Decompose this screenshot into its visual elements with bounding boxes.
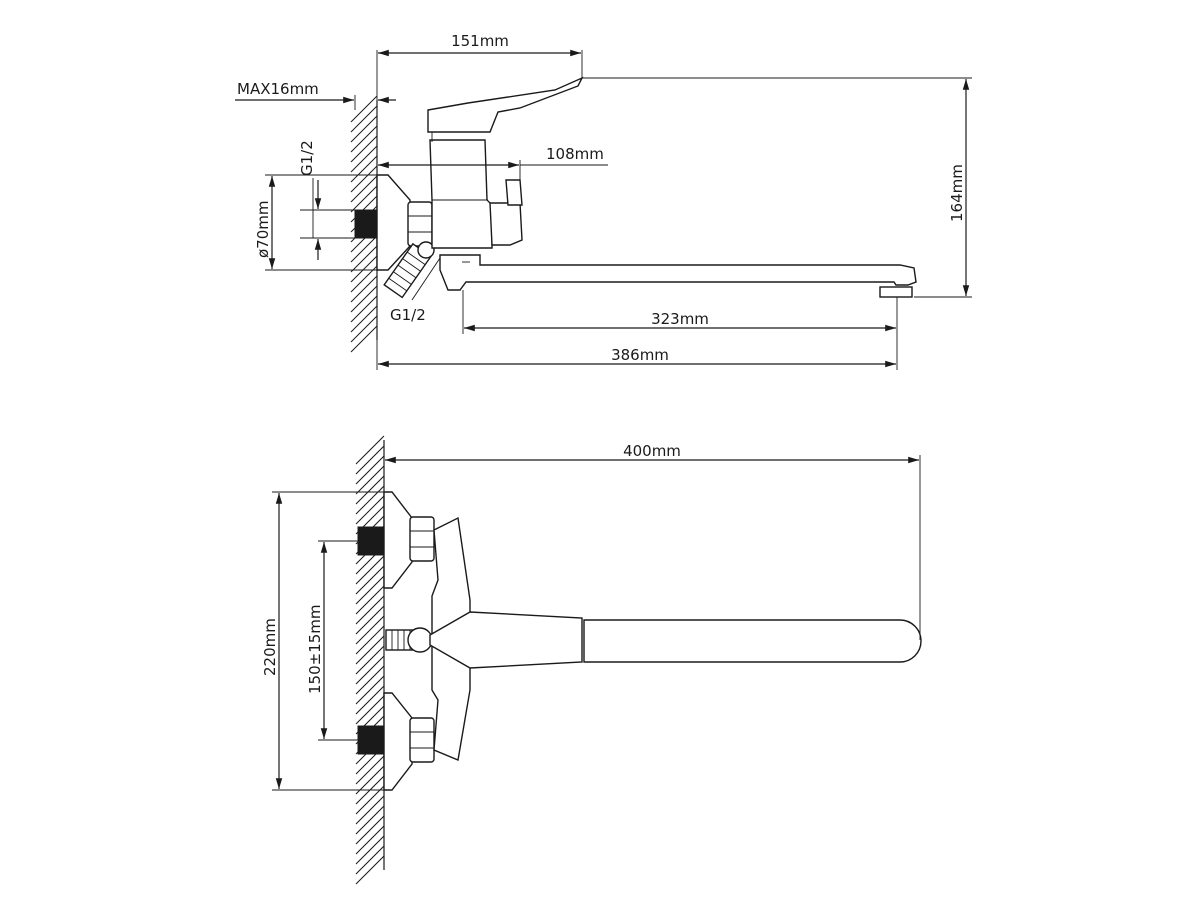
- wall-hatch-line: [350, 285, 378, 313]
- wall-hatch-line: [355, 625, 385, 655]
- wall-hatch-line: [355, 675, 385, 705]
- dim-386: 386mm: [611, 346, 669, 364]
- wall-hatch-line: [355, 855, 385, 885]
- wall-hatch-line: [355, 605, 385, 635]
- wall-hatch-line: [355, 845, 385, 875]
- diverter-button: [489, 202, 523, 246]
- mixer-body: [429, 139, 493, 249]
- wall-hatch-line: [350, 255, 378, 283]
- wall-hatch-line: [350, 155, 378, 183]
- wall-hatch-line: [355, 435, 385, 465]
- wall-hatch-line: [350, 95, 378, 123]
- wall-hatch-line: [350, 295, 378, 323]
- wall-hatch-line: [350, 315, 378, 343]
- wall-hatch-line: [355, 835, 385, 865]
- wall-hatch-line: [350, 105, 378, 133]
- wall-hatch-line: [350, 125, 378, 153]
- wall-hatch-line: [355, 645, 385, 675]
- wall-hatch-line: [350, 245, 378, 273]
- dim-g12-inlet: G1/2: [298, 140, 316, 176]
- wall-hatch-line: [355, 565, 385, 595]
- wall-hatch-line: [350, 275, 378, 303]
- dim-323: 323mm: [651, 310, 709, 328]
- wall-hatch-line: [355, 655, 385, 685]
- wall-hatch-line: [355, 595, 385, 625]
- wall-hatch-line: [355, 755, 385, 785]
- dim-g12-hose: G1/2: [390, 306, 426, 324]
- lower-flange: [383, 692, 413, 791]
- wall-hatch-line: [355, 805, 385, 835]
- diverter-knob: [417, 241, 435, 259]
- wall-hatch-line: [350, 325, 378, 353]
- top-view: 400mm 220mm 150±15mm: [261, 435, 922, 885]
- inlet-stub: [354, 209, 378, 239]
- upper-inlet: [357, 526, 385, 556]
- lower-inlet: [357, 725, 385, 755]
- upper-flange: [383, 491, 413, 589]
- wall-hatch-line: [350, 305, 378, 333]
- spout-side: [439, 254, 917, 291]
- spout-top: [429, 611, 583, 669]
- dim-400: 400mm: [623, 442, 681, 460]
- wall-hatch-line: [350, 175, 378, 203]
- wall-hatch-line: [355, 575, 385, 605]
- wall-hatch-line: [355, 765, 385, 795]
- wall-hatch-line: [355, 695, 385, 725]
- wall-hatch-line: [355, 615, 385, 645]
- wall-hatch-line: [350, 235, 378, 263]
- hose-connector-top: [385, 627, 433, 653]
- dim-164: 164mm: [948, 164, 966, 222]
- wall-hatch-line: [350, 185, 378, 213]
- dim-dia70: ø70mm: [254, 201, 272, 259]
- upper-nut: [409, 516, 435, 562]
- wall-hatch-line: [355, 555, 385, 585]
- dim-220: 220mm: [261, 618, 279, 676]
- wall-hatch-line: [355, 495, 385, 525]
- wall-hatch-line: [350, 145, 378, 173]
- dim-150: 150±15mm: [306, 604, 324, 694]
- dim-151: 151mm: [451, 32, 509, 50]
- aerator: [879, 286, 913, 298]
- wall-hatch-line: [355, 585, 385, 615]
- connection-nut: [407, 201, 433, 247]
- wall-hatch-line: [355, 795, 385, 825]
- dim-108: 108mm: [546, 145, 604, 163]
- wall-top-view: [355, 435, 385, 885]
- wall-hatch-line: [355, 635, 385, 665]
- dim-max16: MAX16mm: [237, 80, 319, 98]
- wall-hatch-line: [355, 685, 385, 715]
- wall-hatch-line: [355, 815, 385, 845]
- wall-hatch-line: [355, 475, 385, 505]
- wall-hatch-line: [355, 465, 385, 495]
- wall-hatch-line: [355, 445, 385, 475]
- wall-hatch-line: [355, 825, 385, 855]
- wall-hatch-line: [355, 485, 385, 515]
- wall-hatch-line: [355, 785, 385, 815]
- wall-hatch-line: [350, 165, 378, 193]
- lower-nut: [409, 717, 435, 763]
- wall-hatch-line: [355, 455, 385, 485]
- side-view: 151mm MAX16mm 108mm G1/2 ø70mm 164mm G1/…: [235, 32, 972, 370]
- wall-hatch-line: [355, 665, 385, 695]
- spout-tube-top: [583, 619, 922, 663]
- lever-handle: [427, 76, 584, 133]
- wall-hatch-line: [350, 115, 378, 143]
- wall-hatch-line: [350, 135, 378, 163]
